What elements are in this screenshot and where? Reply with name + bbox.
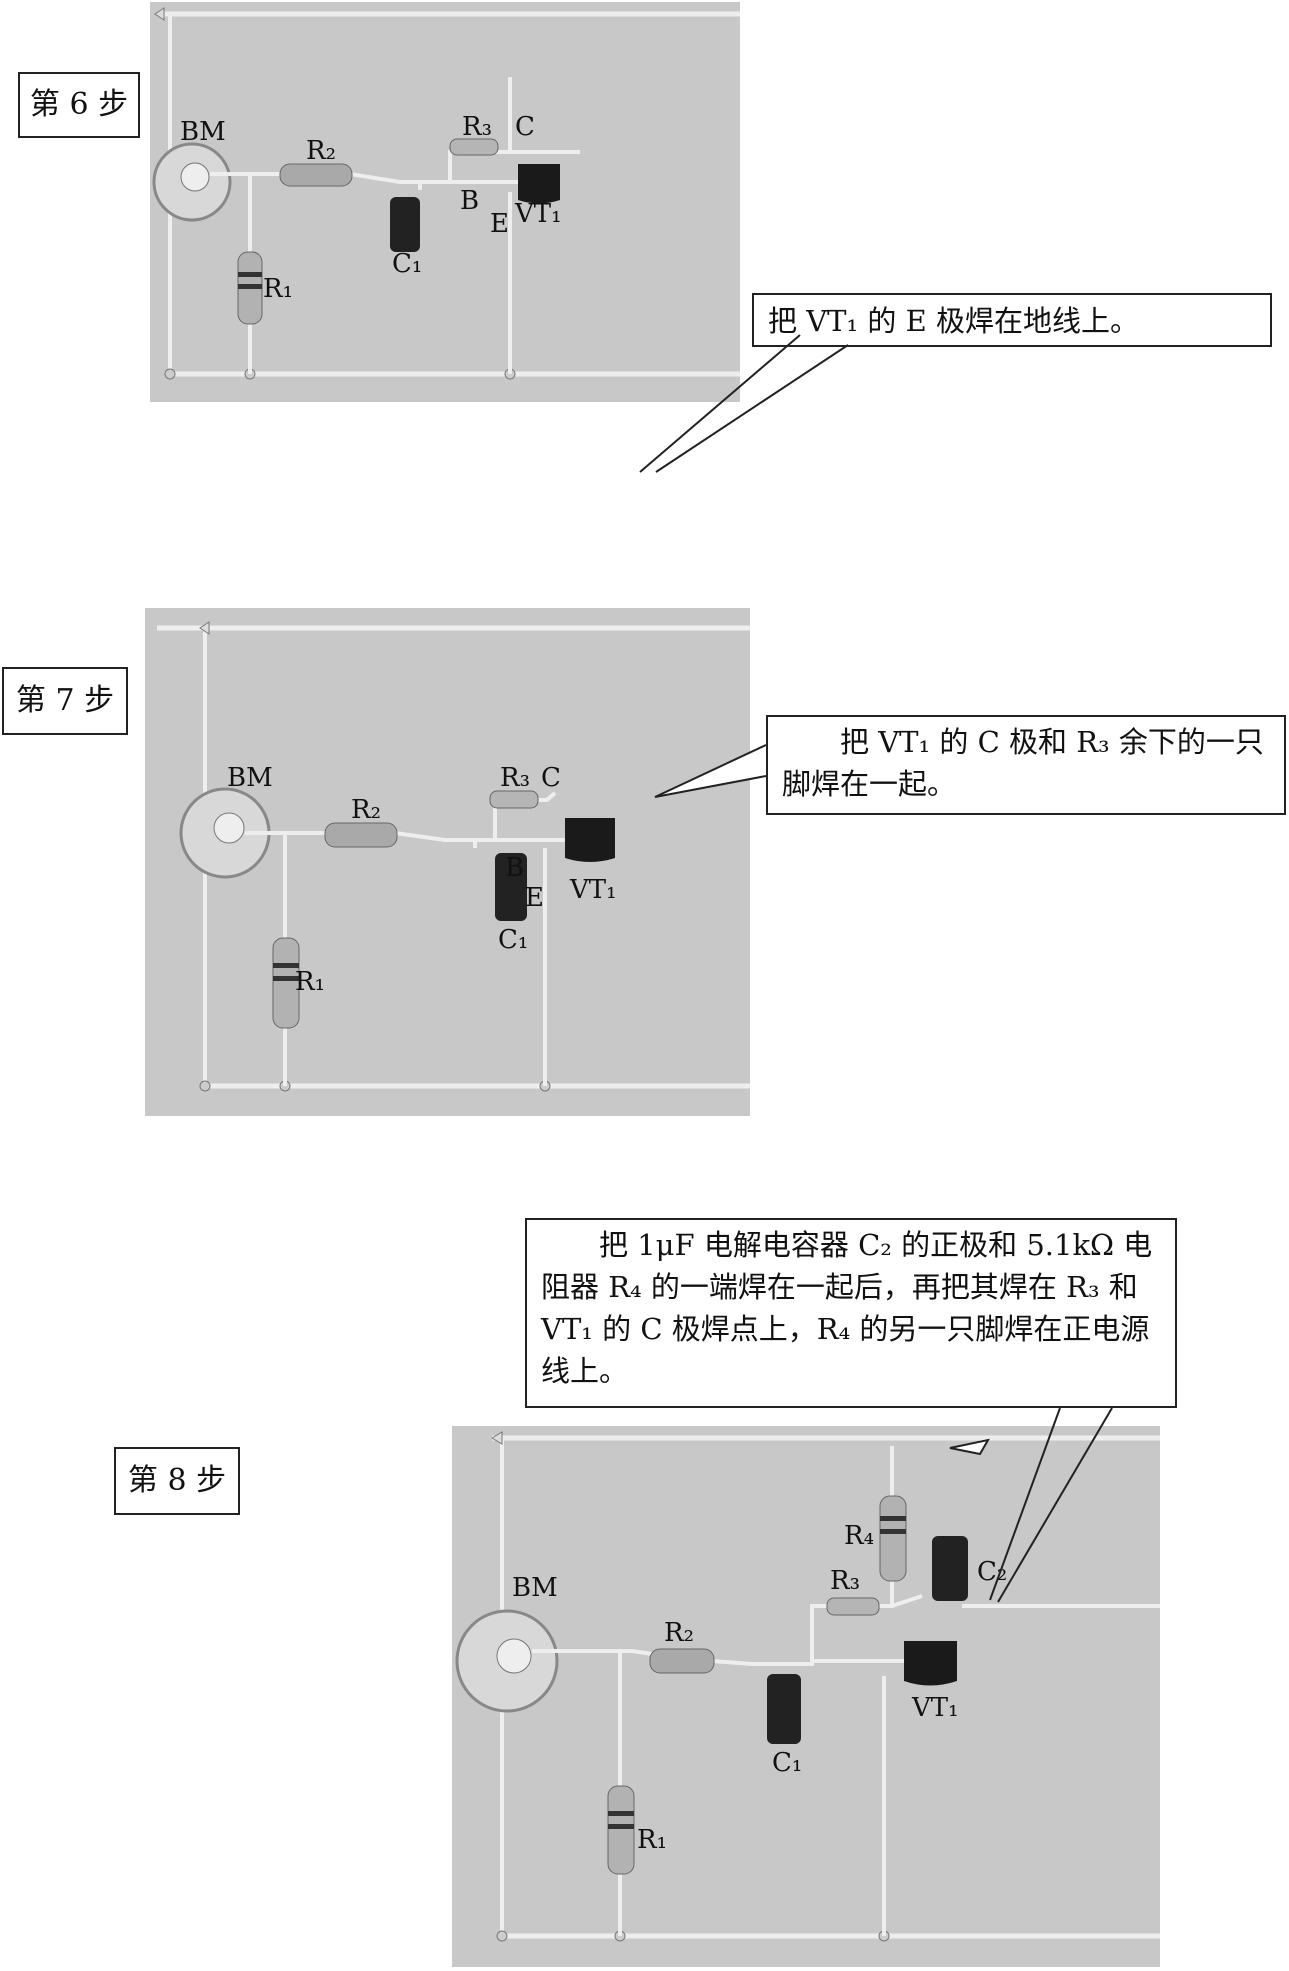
label-r3: R₃ bbox=[830, 1566, 860, 1596]
label-pin-c: C bbox=[541, 763, 561, 793]
capacitor-c2 bbox=[932, 1536, 968, 1601]
step7-label-text: 第 7 步 bbox=[15, 683, 115, 718]
label-r2: R₂ bbox=[664, 1618, 694, 1648]
label-r3: R₃ bbox=[500, 763, 530, 793]
step7-callout-text: 把 VT₁ 的 C 极和 R₃ 余下的一只脚焊在一起。 bbox=[782, 725, 1264, 802]
transistor-vt1 bbox=[565, 818, 615, 862]
step6-photo: BM R₂ R₁ R₃ C₁ VT₁ C B E bbox=[150, 2, 740, 402]
step6-circuit: BM R₂ R₁ R₃ C₁ VT₁ C B E bbox=[152, 7, 740, 380]
label-pin-e: E bbox=[490, 209, 509, 239]
label-vt1: VT₁ bbox=[514, 199, 562, 229]
step6-label-text: 第 6 步 bbox=[29, 87, 129, 122]
label-c1: C₁ bbox=[498, 925, 528, 955]
label-c1: C₁ bbox=[772, 1748, 802, 1778]
resistor-r2 bbox=[279, 163, 353, 187]
transistor-vt1 bbox=[518, 164, 560, 204]
resistor-r4 bbox=[879, 1495, 907, 1582]
label-pin-c: C bbox=[515, 112, 535, 142]
label-bm: BM bbox=[227, 763, 273, 793]
label-r3: R₃ bbox=[462, 112, 492, 142]
step7-circuit: BM R₂ R₁ R₃ C₁ VT₁ C B E bbox=[157, 621, 750, 1092]
label-vt1: VT₁ bbox=[569, 875, 617, 905]
label-r2: R₂ bbox=[351, 795, 381, 825]
label-bm: BM bbox=[512, 1573, 558, 1603]
step6-callout-text: 把 VT₁ 的 E 极焊在地线上。 bbox=[768, 304, 1139, 338]
step7-callout: 把 VT₁ 的 C 极和 R₃ 余下的一只脚焊在一起。 bbox=[766, 715, 1286, 815]
step8-circuit: BM R₂ R₁ R₃ R₄ C₁ C₂ VT₁ bbox=[455, 1431, 1160, 1942]
step8-label: 第 8 步 bbox=[114, 1447, 240, 1515]
transistor-vt1 bbox=[904, 1641, 957, 1686]
resistor-r2 bbox=[324, 822, 398, 848]
label-pin-e: E bbox=[525, 883, 544, 913]
label-pin-b: B bbox=[505, 853, 524, 883]
label-bm: BM bbox=[180, 117, 226, 147]
resistor-r1 bbox=[607, 1785, 635, 1875]
label-c2: C₂ bbox=[977, 1557, 1007, 1587]
step6-callout: 把 VT₁ 的 E 极焊在地线上。 bbox=[752, 293, 1272, 347]
resistor-r1 bbox=[272, 937, 300, 1029]
step8-label-text: 第 8 步 bbox=[127, 1463, 227, 1498]
label-r4: R₄ bbox=[844, 1521, 874, 1551]
resistor-r2 bbox=[649, 1648, 715, 1674]
label-r2: R₂ bbox=[306, 136, 336, 166]
step7-photo: BM R₂ R₁ R₃ C₁ VT₁ C B E bbox=[145, 608, 750, 1116]
resistor-r3 bbox=[489, 790, 539, 809]
capacitor-c1 bbox=[390, 197, 420, 252]
capacitor-c1 bbox=[767, 1674, 801, 1744]
label-vt1: VT₁ bbox=[911, 1693, 959, 1723]
capacitor-c1 bbox=[495, 853, 527, 921]
step8-callout: 把 1μF 电解电容器 C₂ 的正极和 5.1kΩ 电阻器 R₄ 的一端焊在一起… bbox=[525, 1218, 1177, 1408]
resistor-r3 bbox=[449, 138, 499, 156]
label-r1: R₁ bbox=[637, 1825, 667, 1855]
resistor-r3 bbox=[826, 1597, 880, 1616]
step8-photo: BM R₂ R₁ R₃ R₄ C₁ C₂ VT₁ bbox=[452, 1426, 1160, 1967]
label-pin-b: B bbox=[460, 186, 479, 216]
label-r1: R₁ bbox=[263, 274, 293, 304]
step6-label: 第 6 步 bbox=[18, 72, 140, 138]
step7-label: 第 7 步 bbox=[2, 667, 128, 735]
label-c1: C₁ bbox=[392, 249, 422, 279]
step8-callout-text: 把 1μF 电解电容器 C₂ 的正极和 5.1kΩ 电阻器 R₄ 的一端焊在一起… bbox=[541, 1228, 1153, 1389]
label-r1: R₁ bbox=[295, 967, 325, 997]
